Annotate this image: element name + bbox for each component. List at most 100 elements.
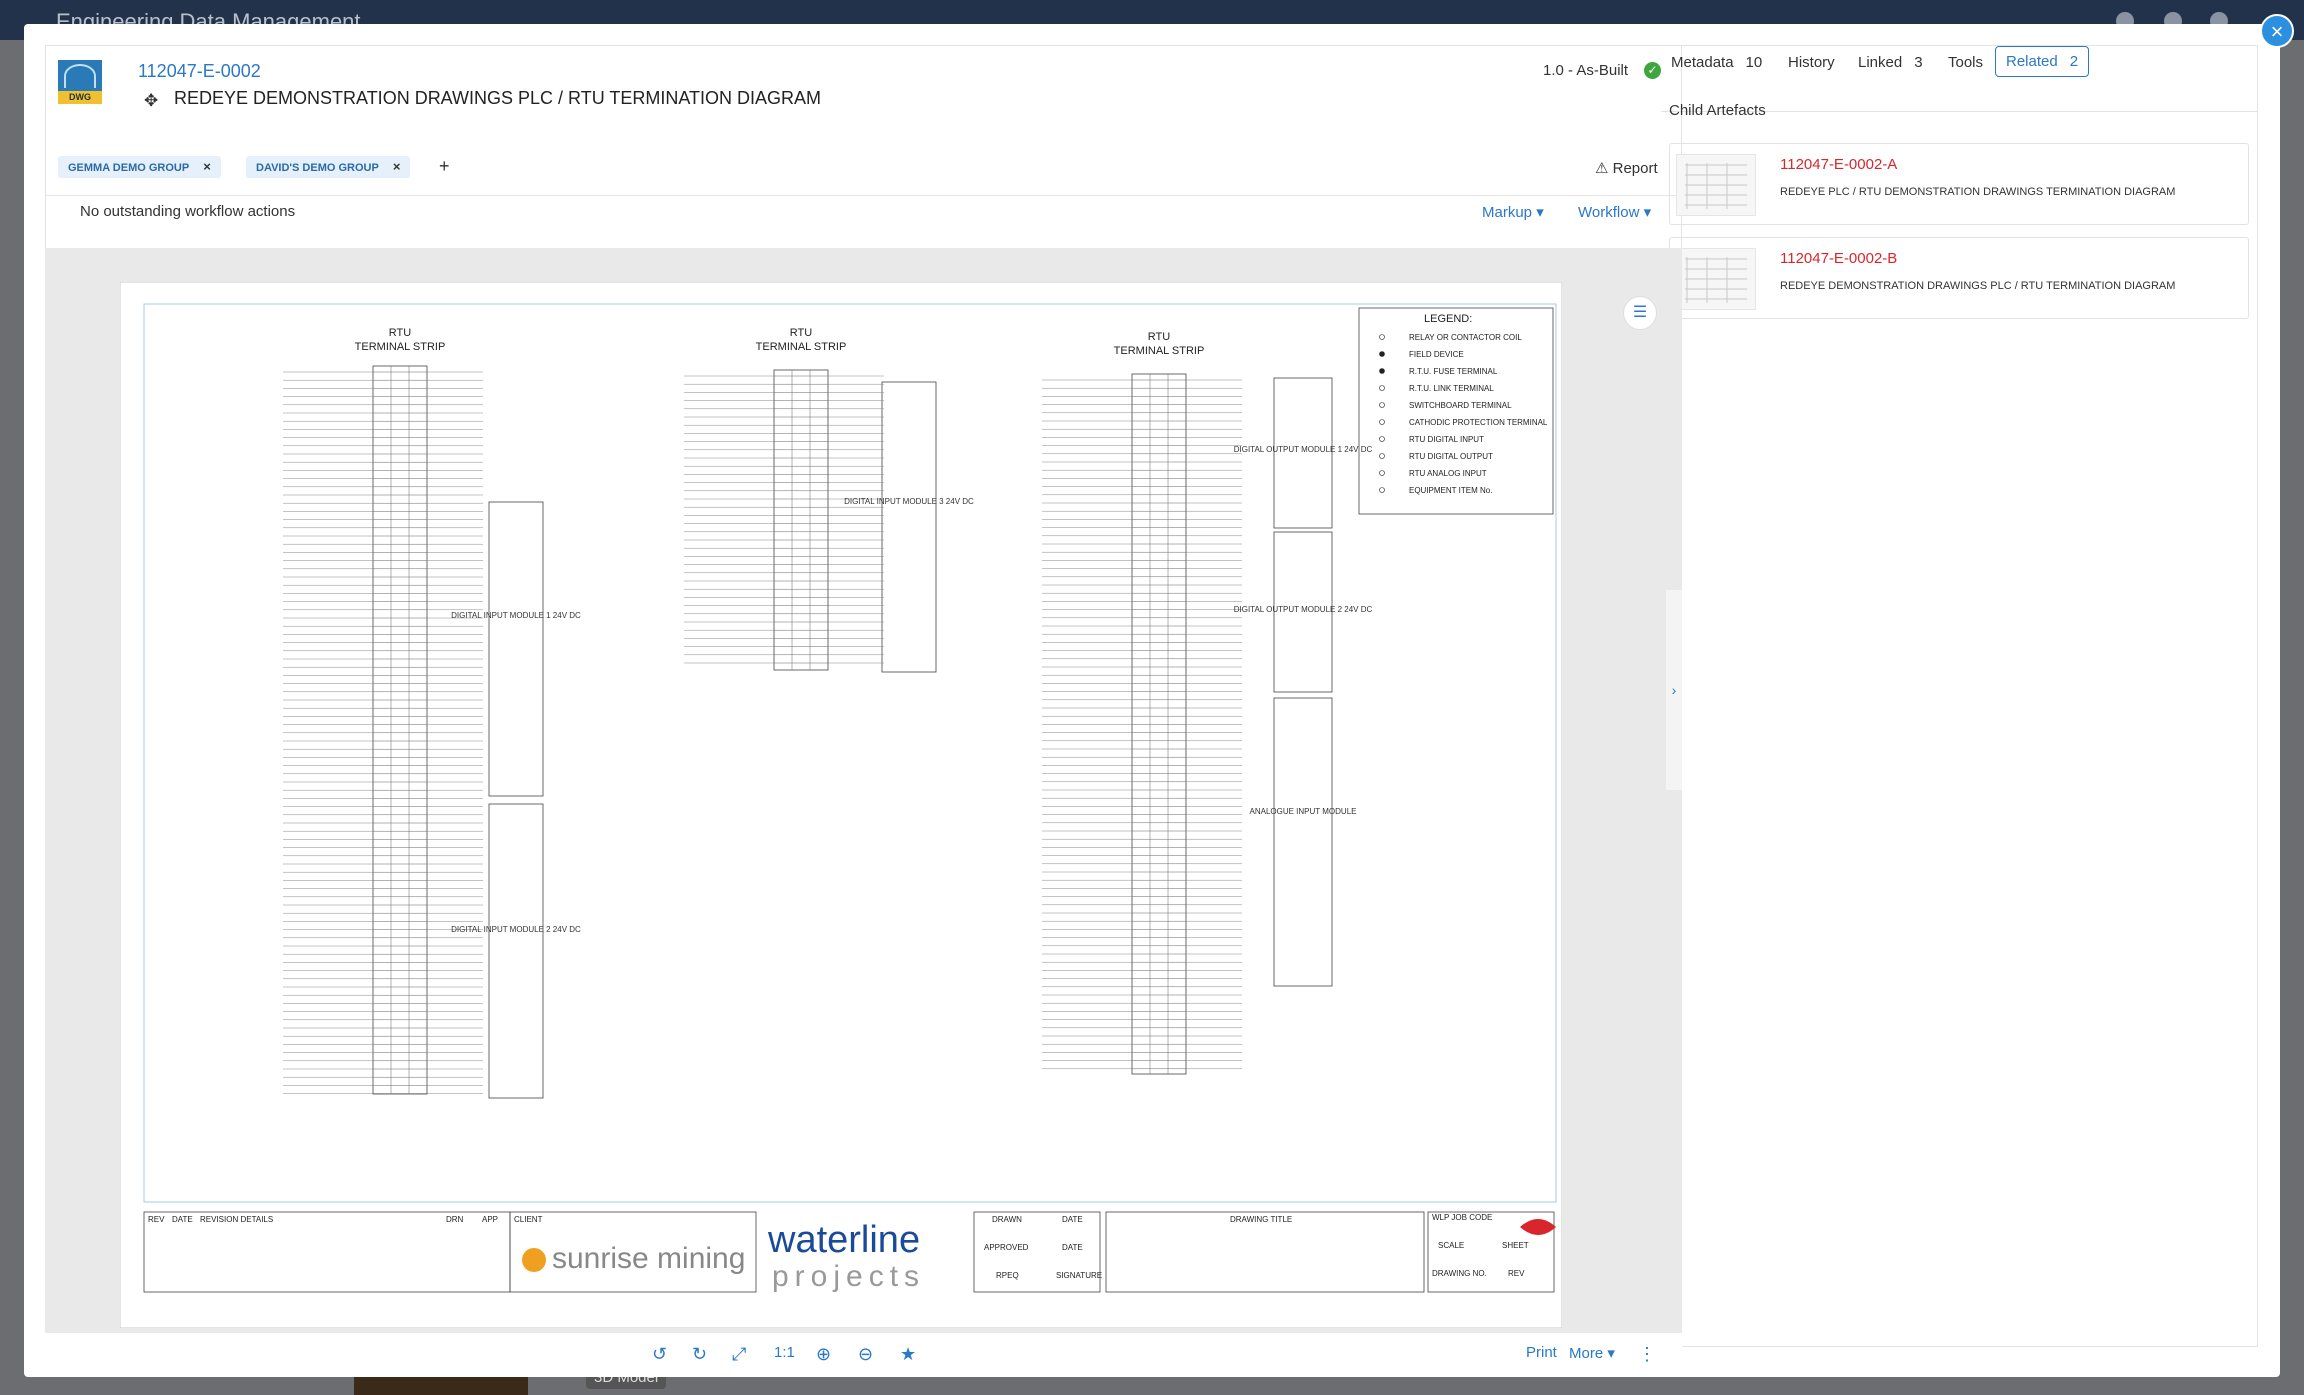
module-label: DIGITAL INPUT MODULE 3 24V DC [844,497,974,506]
document-header: DWG 112047-E-0002 ✥ REDEYE DEMONSTRATION… [46,46,1683,196]
legend-item: R.T.U. LINK TERMINAL [1409,384,1494,393]
zoom-in-icon[interactable]: ⊕ [816,1344,832,1364]
legend-symbol [1379,368,1385,374]
legend-item: R.T.U. FUSE TERMINAL [1409,367,1498,376]
tab-history[interactable]: History [1788,54,1835,71]
legend-symbol [1379,334,1385,340]
vertical-dots-icon[interactable]: ⋮ [1638,1344,1656,1364]
warning-icon: ⚠ [1595,160,1609,177]
title-block-label: DRAWING TITLE [1230,1215,1292,1224]
child-artefact-name[interactable]: 112047-E-0002-A [1780,156,1898,173]
title-block-label: REV [1508,1269,1525,1278]
approved-check-icon: ✓ [1644,62,1661,79]
rotate-left-icon[interactable]: ↺ [652,1344,668,1364]
child-artefact-card[interactable]: 112047-E-0002-A REDEYE PLC / RTU DEMONST… [1669,143,2249,225]
title-block-label: DRAWN [992,1215,1022,1224]
child-artefact-thumbnail [1676,248,1756,310]
legend-item: FIELD DEVICE [1409,350,1464,359]
fit-to-screen-icon[interactable]: ⤢ [732,1344,747,1364]
title-block-label: SIGNATURE [1056,1271,1102,1280]
details-pane [1661,45,2258,1347]
title-block-label: DATE [172,1215,193,1224]
child-artefacts-heading: Child Artefacts [1669,102,1766,119]
legend-symbol [1379,453,1385,459]
title-block-label: DATE [1062,1243,1083,1252]
legend-symbol [1379,351,1385,357]
title-block-label: SHEET [1502,1241,1529,1250]
child-artefact-card[interactable]: 112047-E-0002-B REDEYE DEMONSTRATION DRA… [1669,237,2249,319]
add-tag-button[interactable]: + [439,156,450,176]
legend-item: EQUIPMENT ITEM No. [1409,486,1492,495]
markup-dropdown[interactable]: Markup ▾ [1482,204,1544,221]
legend-item: RELAY OR CONTACTOR COIL [1409,333,1522,342]
workflow-dropdown[interactable]: Workflow ▾ [1578,204,1652,221]
tab-tools[interactable]: Tools [1948,54,1984,71]
document-number-link[interactable]: 112047-E-0002 [138,61,261,81]
zoom-actual-size-button[interactable]: 1:1 [774,1344,795,1361]
legend-symbol [1379,470,1385,476]
strip-heading: TERMINAL STRIP [355,341,446,353]
title-block-label: WLP JOB CODE [1432,1213,1492,1222]
tag-gemma-demo-group: GEMMA DEMO GROUP× [58,156,221,178]
legend-item: RTU DIGITAL OUTPUT [1409,452,1493,461]
drawing-sheet[interactable]: RTU TERMINAL STRIP RTU TERMINAL STRIP RT… [120,282,1562,1328]
caret-down-icon: ▾ [1536,204,1544,221]
legend-title: LEGEND: [1424,313,1472,325]
client-logo-text: sunrise mining [552,1242,745,1275]
title-block-label: DRAWING NO. [1432,1269,1487,1278]
favourite-star-icon[interactable]: ★ [900,1344,917,1364]
title-block-label: REV [148,1215,165,1224]
move-icon[interactable]: ✥ [144,91,159,110]
title-block-label: SCALE [1438,1241,1464,1250]
legend-item: CATHODIC PROTECTION TERMINAL [1409,418,1548,427]
viewer-toolbar [45,1333,1682,1373]
child-artefact-thumbnail [1676,154,1756,216]
legend-item: RTU ANALOG INPUT [1409,469,1487,478]
title-block-label: RPEQ [996,1271,1019,1280]
legend-symbol [1379,402,1385,408]
layers-list-toggle[interactable]: ☰ [1623,296,1657,330]
tag-davids-demo-group: DAVID'S DEMO GROUP× [246,156,411,178]
legend-item: RTU DIGITAL INPUT [1409,435,1484,444]
close-icon[interactable]: × [2260,14,2294,48]
document-title: REDEYE DEMONSTRATION DRAWINGS PLC / RTU … [174,88,822,108]
strip-heading: RTU [389,327,411,339]
print-button[interactable]: Print [1526,1344,1557,1361]
title-block-label: APPROVED [984,1243,1029,1252]
dwg-file-icon: DWG [58,60,102,104]
workflow-status-text: No outstanding workflow actions [80,203,296,220]
module-label: DIGITAL INPUT MODULE 2 24V DC [451,925,581,934]
legend-symbol [1379,419,1385,425]
child-artefact-description: REDEYE PLC / RTU DEMONSTRATION DRAWINGS … [1780,186,2176,198]
remove-tag-icon[interactable]: × [203,159,211,174]
rotate-right-icon[interactable]: ↻ [692,1344,708,1364]
termination-diagram: RTU TERMINAL STRIP RTU TERMINAL STRIP RT… [120,282,1562,1328]
client-logo-icon [522,1248,546,1272]
report-button[interactable]: ⚠ Report [1595,160,1658,177]
zoom-out-icon[interactable]: ⊖ [858,1344,874,1364]
strip-heading: RTU [1148,331,1170,343]
document-version: 1.0 - As-Built [1543,62,1629,79]
strip-heading: RTU [790,327,812,339]
company-logo-subtext: projects [772,1260,925,1293]
module-label: ANALOGUE INPUT MODULE [1250,807,1357,816]
company-logo-text: waterline [767,1219,920,1261]
remove-tag-icon[interactable]: × [392,159,401,174]
child-artefact-description: REDEYE DEMONSTRATION DRAWINGS PLC / RTU … [1780,280,2176,292]
panel-expander[interactable]: › [1666,590,1682,790]
module-label: DIGITAL OUTPUT MODULE 2 24V DC [1234,605,1373,614]
document-viewer-modal: DWG 112047-E-0002 ✥ REDEYE DEMONSTRATION… [24,24,2280,1377]
legend-item: SWITCHBOARD TERMINAL [1409,401,1512,410]
legend-symbol [1379,436,1385,442]
title-block-label: APP [482,1215,498,1224]
legend-symbol [1379,385,1385,391]
more-dropdown[interactable]: More ▾ [1569,1345,1615,1362]
title-block-label: REVISION DETAILS [200,1215,273,1224]
child-artefact-name[interactable]: 112047-E-0002-B [1780,250,1898,267]
title-block-label: DATE [1062,1215,1083,1224]
module-label: DIGITAL OUTPUT MODULE 1 24V DC [1234,445,1373,454]
title-block-label: CLIENT [514,1215,543,1224]
